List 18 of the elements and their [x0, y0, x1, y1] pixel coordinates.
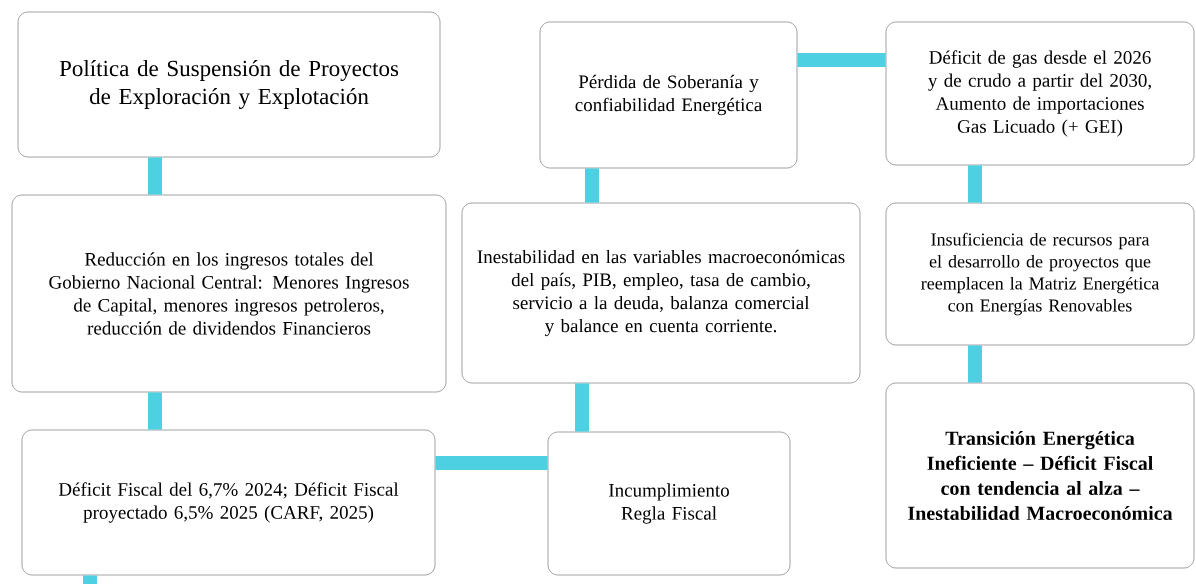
text-box: Política de Suspensión de Proyectos de Exploración y Explotación [17, 11, 441, 158]
connector [83, 575, 97, 584]
text-box: Incumplimiento Regla Fiscal [547, 431, 791, 576]
connector [968, 345, 982, 383]
text-box: Insuficiencia de recursos para el desarrollo de proyectos que reemplacen la Matriz Energética con Energías Renovables [885, 202, 1195, 346]
connector [968, 165, 982, 203]
text-box: Inestabilidad en las variables macroeconómicas del país, PIB, empleo, tasa de cambio, servicio a la deuda, balanza comercial y balance en cuenta corriente. [461, 202, 861, 384]
text-box: Pérdida de Soberanía y confiabilidad Energética [539, 21, 798, 169]
connector [585, 168, 599, 203]
connector [435, 456, 548, 470]
connector [148, 157, 162, 195]
connector [797, 53, 886, 67]
connector [148, 392, 162, 430]
text-box: Déficit de gas desde el 2026 y de crudo a partir del 2030, Aumento de importaciones Gas Licuado (+ GEI) [885, 21, 1195, 166]
text-box: Déficit Fiscal del 6,7% 2024; Déficit Fiscal proyectado 6,5% 2025 (CARF, 2025) [21, 429, 436, 576]
text-box: Transición Energética Ineficiente – Déficit Fiscal con tendencia al alza – Inestabilidad Macroeconómica [885, 382, 1195, 569]
connector [575, 383, 589, 432]
text-box: Reducción en los ingresos totales del Gobierno Nacional Central: Menores Ingresos de Capital, menores ingresos petroleros, reducción de dividendos Financieros [11, 194, 447, 393]
